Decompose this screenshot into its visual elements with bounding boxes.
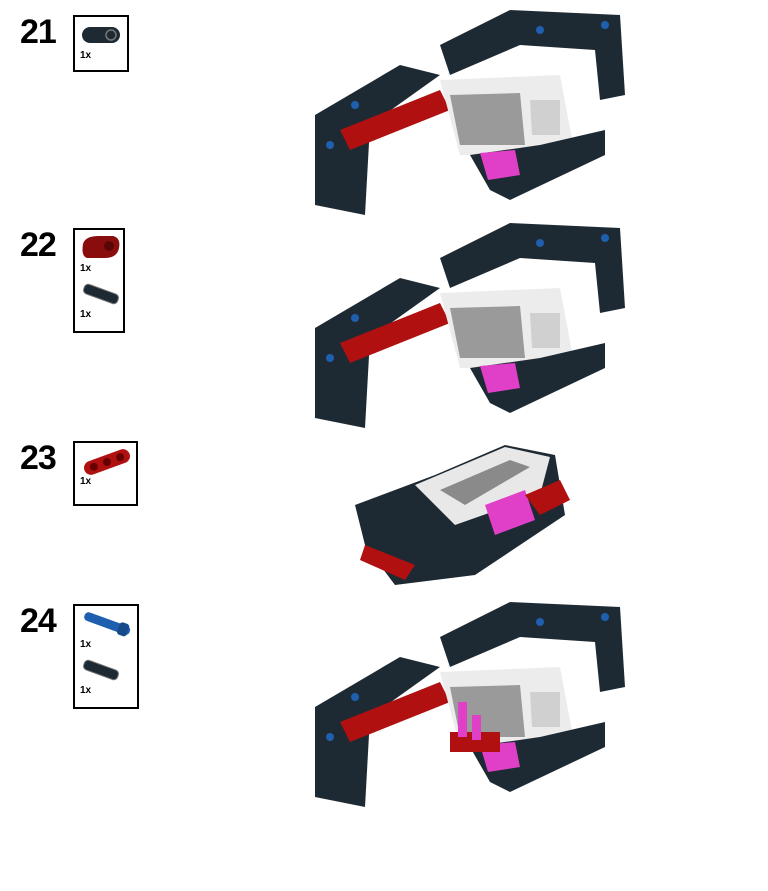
axle-pin-part-icon bbox=[84, 612, 131, 637]
part-item: 1x bbox=[75, 652, 137, 698]
cross-block-part-icon bbox=[82, 236, 120, 258]
part-quantity: 1x bbox=[80, 309, 92, 320]
robot-assembly bbox=[315, 602, 625, 807]
step-number: 22 bbox=[20, 226, 57, 264]
part-item: 1x bbox=[75, 276, 123, 322]
beam-part-icon bbox=[82, 27, 120, 43]
model-step-24 bbox=[315, 602, 625, 807]
part-quantity: 1x bbox=[80, 639, 92, 650]
step-number: 23 bbox=[20, 439, 57, 477]
part-quantity: 1x bbox=[80, 685, 92, 696]
parts-callout: 1x 1x bbox=[73, 604, 139, 709]
step-number: 24 bbox=[20, 602, 57, 640]
connector-pin-part-icon bbox=[83, 659, 119, 681]
robot-assembly bbox=[315, 223, 625, 428]
part-item: 1x bbox=[75, 606, 137, 652]
model-step-21 bbox=[315, 10, 625, 215]
parts-callout: 1x bbox=[73, 15, 129, 72]
red-beam-part-icon bbox=[84, 449, 130, 475]
part-item: 1x bbox=[75, 17, 127, 63]
connector-pin-part-icon bbox=[83, 283, 119, 305]
part-quantity: 1x bbox=[80, 50, 92, 61]
step-number: 21 bbox=[20, 13, 57, 51]
model-step-23 bbox=[355, 445, 570, 585]
robot-assembly bbox=[315, 10, 625, 215]
part-quantity: 1x bbox=[80, 476, 92, 487]
part-quantity: 1x bbox=[80, 263, 92, 274]
part-item: 1x bbox=[75, 230, 123, 276]
part-item: 1x bbox=[75, 443, 136, 489]
model-step-22 bbox=[315, 223, 625, 428]
parts-callout: 1x bbox=[73, 441, 138, 506]
parts-callout: 1x 1x bbox=[73, 228, 125, 333]
